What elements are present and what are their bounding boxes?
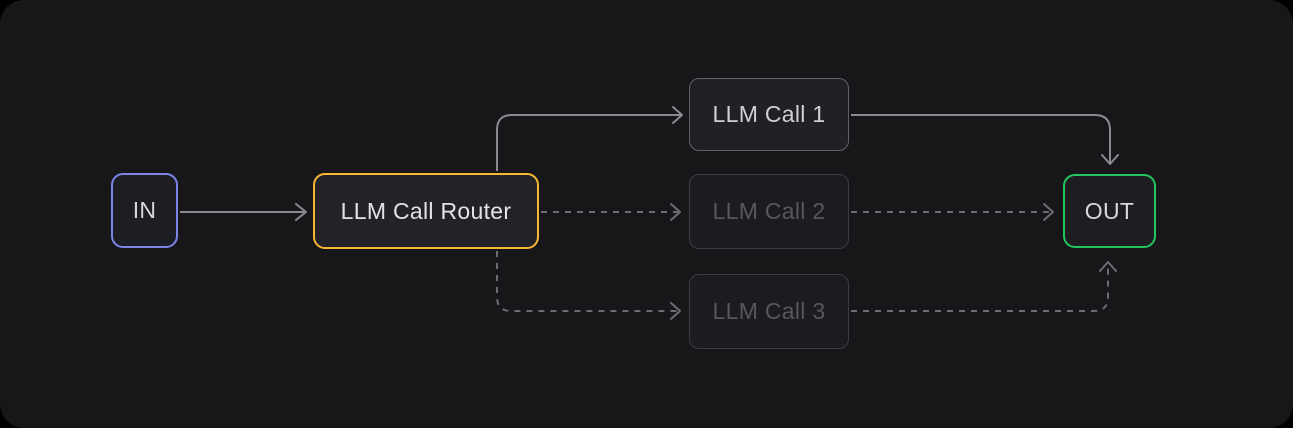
node-llm-call-1-label: LLM Call 1 xyxy=(712,101,826,127)
node-in: IN xyxy=(111,173,178,248)
arrow-right-icon xyxy=(670,302,681,320)
edge-router-call2 xyxy=(541,203,681,221)
arrow-right-icon xyxy=(295,203,307,221)
node-in-label: IN xyxy=(132,197,157,223)
node-llm-call-2-label: LLM Call 2 xyxy=(712,198,826,224)
node-out-label: OUT xyxy=(1084,197,1135,224)
edge-in-router xyxy=(180,203,307,221)
arrow-right-icon xyxy=(1043,203,1054,221)
edge-call1-out xyxy=(851,114,1119,165)
edge-router-call1 xyxy=(496,106,683,171)
edge-router-call3 xyxy=(496,251,681,320)
node-llm-call-3-label: LLM Call 3 xyxy=(712,298,826,324)
node-out: OUT xyxy=(1063,174,1156,248)
arrow-right-icon xyxy=(672,106,683,124)
arrow-down-icon xyxy=(1101,154,1119,165)
node-llm-call-1: LLM Call 1 xyxy=(689,78,849,151)
edge-call2-out xyxy=(851,203,1054,221)
node-llm-call-3: LLM Call 3 xyxy=(689,274,849,349)
arrow-right-icon xyxy=(670,203,681,221)
edge-call3-out xyxy=(851,261,1117,312)
arrow-up-icon xyxy=(1099,261,1117,272)
node-llm-call-router: LLM Call Router xyxy=(313,173,539,249)
node-llm-call-router-label: LLM Call Router xyxy=(340,197,512,224)
node-llm-call-2: LLM Call 2 xyxy=(689,174,849,249)
